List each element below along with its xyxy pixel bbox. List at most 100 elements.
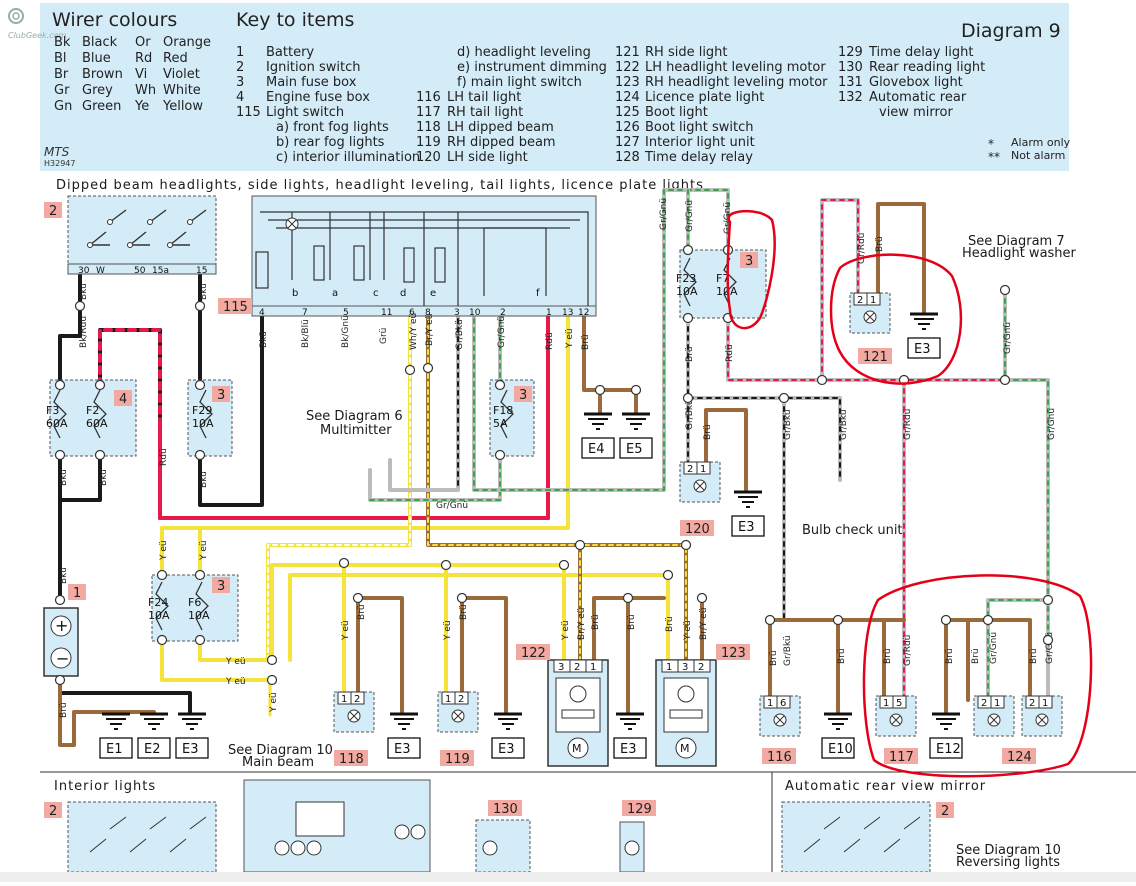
wire-colour-name: Green xyxy=(82,99,121,114)
badge-text: 2 xyxy=(49,204,57,219)
wire-label: Bk/Rdü xyxy=(79,316,89,348)
ground-label: E3 xyxy=(182,742,199,757)
fuse-rating: 60A xyxy=(46,417,68,430)
key-item-text: view mirror xyxy=(879,105,953,120)
wire-label: Y eü xyxy=(225,657,246,667)
light-switch-subunit: a xyxy=(332,288,338,299)
badge-text: 3 xyxy=(217,388,225,403)
light-switch-pin: 2 xyxy=(500,308,506,318)
key-item-text: Boot light switch xyxy=(645,120,754,135)
key-item-number: 119 xyxy=(416,135,441,150)
light-switch-pin: 11 xyxy=(381,308,392,318)
key-item-text: Time delay light xyxy=(868,45,973,60)
section-main-title: Dipped beam headlights, side lights, hea… xyxy=(56,178,704,193)
annotations xyxy=(726,209,1093,778)
wire-label: Bk/Blü xyxy=(301,319,311,348)
wire-label: Y eü xyxy=(565,328,575,349)
wire-label: Gr/Bkü xyxy=(839,409,849,440)
wire-label: Brü xyxy=(591,614,601,630)
diagram-title: Diagram 9 xyxy=(961,20,1061,42)
ground-e3: E3 xyxy=(613,712,647,759)
watermark: ClubGeek.com xyxy=(8,8,66,40)
key-item-text: c) interior illumination xyxy=(276,150,420,165)
wire-label: Brü xyxy=(665,616,675,632)
badge-text: 117 xyxy=(889,750,914,765)
fuse-id: F3 xyxy=(46,404,59,417)
key-item-number: 115 xyxy=(236,105,261,120)
key-item-text: Interior light unit xyxy=(645,135,755,150)
key-note-text: Not alarm xyxy=(1011,149,1065,162)
lamp-pin: 1 xyxy=(883,698,889,709)
lamp-pin: 1 xyxy=(870,295,876,306)
fuse-id: F7 xyxy=(716,272,729,285)
wire-label: Y eü xyxy=(443,620,453,641)
wire-colour-name: Yellow xyxy=(162,99,203,114)
key-item-text: RH side light xyxy=(645,45,728,60)
ground-e10: E10 xyxy=(821,712,855,759)
ground-label: E3 xyxy=(498,742,515,757)
ground-e3: E3 xyxy=(491,712,525,759)
key-item-text: Licence plate light xyxy=(645,90,764,105)
note-mainbeam-2: Main beam xyxy=(242,755,314,770)
lamp-pin: 2 xyxy=(687,464,693,475)
badge-fuse-f23-f7: 3 xyxy=(740,252,758,269)
ground-label: E3 xyxy=(738,520,755,535)
note-mainbeam-1: See Diagram 10 xyxy=(228,743,333,758)
key-item-text: Rear reading light xyxy=(869,60,985,75)
wire-label: Bkü xyxy=(59,469,69,486)
svg-text:+: + xyxy=(55,616,68,635)
lamp-pin: 2 xyxy=(981,698,987,709)
wire-label: Gr/Gnü xyxy=(1003,322,1013,354)
ignition-pin: 30 xyxy=(78,266,90,276)
ground-label: E3 xyxy=(620,742,637,757)
fuse-rating: 60A xyxy=(86,417,108,430)
fuse-id: F2 xyxy=(86,404,99,417)
key-item-text: RH dipped beam xyxy=(447,135,556,150)
wire-label: Bkü xyxy=(259,331,269,348)
wire-label: Gr/Rdü xyxy=(857,233,867,264)
key-item-text: Ignition switch xyxy=(266,60,360,75)
annotation-tail-plate xyxy=(862,574,1093,778)
wire-colour-code: Wh xyxy=(135,83,156,98)
svg-text:−: − xyxy=(56,649,69,668)
light-switch-pin: 12 xyxy=(578,308,589,318)
badge-fuse-f18: 3 xyxy=(514,386,532,403)
motor-pin: 1 xyxy=(590,662,596,673)
badge-fuse-f29: 3 xyxy=(212,386,230,403)
wire-label: Brü xyxy=(581,334,591,350)
section-interior-title: Interior lights xyxy=(54,779,156,794)
key-item-number: 128 xyxy=(615,150,640,165)
fuse-id: F18 xyxy=(493,404,513,417)
badge-text: 121 xyxy=(863,350,888,365)
lamp-pin: 2 xyxy=(1029,698,1035,709)
wire-colour-name: Brown xyxy=(82,67,123,82)
key-item-text: Light switch xyxy=(266,105,344,120)
badge-123: 123 xyxy=(716,644,750,661)
wire-label: Gr/Rdü xyxy=(903,409,913,440)
wire-colour-code: Gr xyxy=(54,83,70,98)
wire-br-batt-gnd xyxy=(58,678,156,747)
wire-label: Gr/Rdü xyxy=(903,635,913,666)
key-title: Key to items xyxy=(236,9,354,31)
wire-colour-name: Grey xyxy=(82,83,113,98)
motor-pin: 3 xyxy=(682,662,688,673)
wire-label: Brü xyxy=(837,648,847,664)
light-switch-pin: 7 xyxy=(302,308,308,318)
light-switch-pin: 6 xyxy=(409,308,415,318)
wire-label: Brü xyxy=(945,648,955,664)
badge-text: 2 xyxy=(941,804,949,819)
wire-label: Br/Y eü xyxy=(699,607,709,640)
key-item-number: 117 xyxy=(416,105,441,120)
wire-label: Grü xyxy=(379,328,389,344)
wire-colour-name: Red xyxy=(163,51,188,66)
fuse-id: F6 xyxy=(188,596,201,609)
lamp-pin: 1 xyxy=(1042,698,1048,709)
key-item-text: Glovebox light xyxy=(869,75,963,90)
